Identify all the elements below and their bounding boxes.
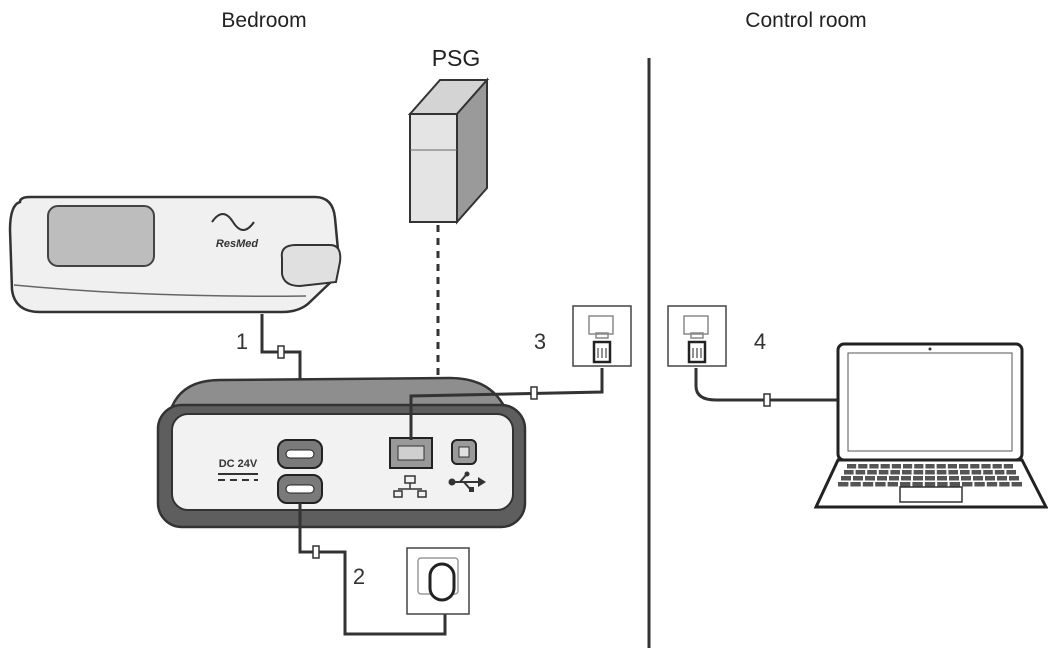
keyboard-key — [838, 482, 849, 487]
therapy-device: ResMed — [8, 195, 342, 314]
cable-4 — [694, 368, 838, 402]
keyboard-key — [999, 482, 1010, 487]
device-brand: ResMed — [216, 238, 258, 250]
keyboard-key — [887, 482, 898, 487]
control-room-label: Control room — [745, 9, 866, 32]
keyboard-key — [986, 482, 998, 487]
psg-label: PSG — [432, 45, 481, 71]
keyboard-key — [875, 482, 886, 487]
keyboard-key — [960, 470, 970, 475]
keyboard-key — [844, 470, 854, 475]
keyboard-key — [853, 476, 863, 481]
resmed-logo-icon — [211, 213, 255, 231]
keyboard-key — [862, 482, 874, 487]
cable-2-break — [312, 545, 320, 559]
device-screen — [47, 205, 155, 267]
keyboard-key — [841, 476, 851, 481]
cable-4-break — [763, 393, 771, 407]
keyboard-key — [867, 470, 877, 475]
bedroom-label: Bedroom — [221, 9, 306, 32]
keyboard-key — [949, 482, 960, 487]
hub-device: DC 24V — [156, 376, 527, 529]
keyboard-key — [947, 464, 957, 469]
humidifier-module — [280, 244, 342, 288]
keyboard-key — [992, 464, 1002, 469]
keyboard-key — [981, 464, 991, 469]
keyboard-key — [949, 476, 959, 481]
callout-3: 3 — [534, 329, 546, 354]
keyboard-key — [889, 476, 899, 481]
keyboard-key — [912, 482, 923, 487]
keyboard-key — [962, 482, 973, 487]
keyboard-key — [877, 476, 887, 481]
keyboard-key — [937, 482, 948, 487]
keyboard-key — [925, 470, 935, 475]
keyboard-key — [948, 470, 958, 475]
dc-label: DC 24V — [219, 458, 258, 470]
callout-1: 1 — [236, 329, 248, 354]
keyboard-key — [997, 476, 1007, 481]
usb-icon — [448, 471, 486, 492]
keyboard-key — [1011, 482, 1022, 487]
keyboard-key — [973, 476, 983, 481]
keyboard-key — [936, 464, 946, 469]
keyboard-key — [878, 470, 889, 475]
cable-2 — [298, 503, 447, 636]
keyboard-key — [865, 476, 875, 481]
laptop-touchpad — [899, 486, 963, 503]
keyboard-key — [880, 464, 890, 469]
cable-3-break — [530, 386, 538, 400]
keyboard-key — [891, 464, 901, 469]
keyboard-key — [971, 470, 982, 475]
keyboard-key — [869, 464, 879, 469]
keyboard-key — [1009, 476, 1019, 481]
keyboard-key — [913, 476, 923, 481]
keyboard-key — [983, 470, 993, 475]
keyboard-key — [936, 470, 947, 475]
keyboard-key — [850, 482, 861, 487]
keyboard-key — [937, 476, 947, 481]
keyboard-key — [961, 476, 971, 481]
keyboard-key — [913, 470, 924, 475]
control-room-ethernet-socket — [667, 305, 727, 367]
keyboard-key — [1003, 464, 1013, 469]
keyboard-key — [974, 482, 985, 487]
psg-tower: PSG — [407, 45, 490, 225]
laptop-keyboard — [838, 464, 1022, 487]
keyboard-key — [970, 464, 980, 469]
keyboard-key — [959, 464, 969, 469]
keyboard-key — [903, 464, 913, 469]
bedroom-ethernet-socket — [572, 305, 632, 367]
keyboard-key — [858, 464, 868, 469]
keyboard-key — [890, 470, 900, 475]
wall-power-outlet — [406, 547, 470, 615]
laptop — [813, 342, 1048, 509]
keyboard-key — [902, 470, 912, 475]
callout-4: 4 — [754, 329, 766, 354]
cable-3 — [409, 368, 604, 440]
power-plug-icon — [428, 562, 456, 602]
keyboard-key — [900, 482, 911, 487]
keyboard-key — [925, 476, 935, 481]
keyboard-key — [925, 464, 935, 469]
callout-2: 2 — [353, 564, 365, 589]
cable-1-break — [277, 345, 285, 359]
keyboard-key — [901, 476, 911, 481]
keyboard-key — [994, 470, 1005, 475]
keyboard-key — [914, 464, 924, 469]
keyboard-key — [924, 482, 936, 487]
keyboard-key — [1006, 470, 1016, 475]
keyboard-key — [985, 476, 995, 481]
keyboard-key — [847, 464, 857, 469]
keyboard-key — [855, 470, 866, 475]
network-icon — [393, 475, 427, 498]
